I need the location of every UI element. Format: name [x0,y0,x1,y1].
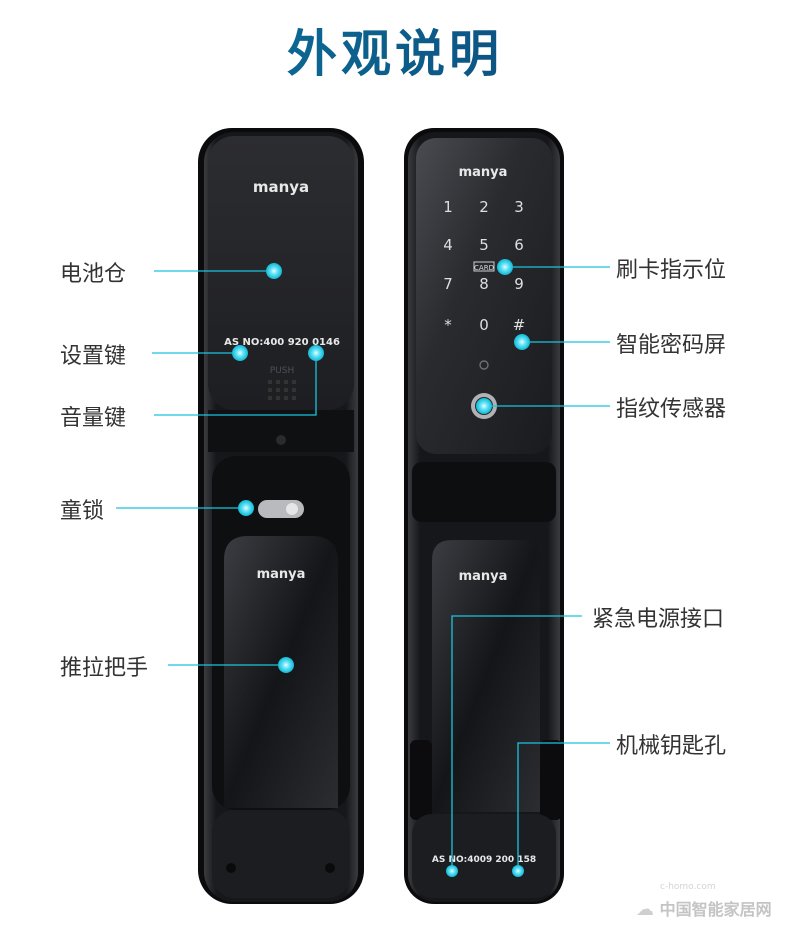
keypad-key: 8 [479,275,489,293]
label-fingerprint: 指纹传感器 [616,397,727,422]
line-emergency [451,615,582,870]
page-title: 外观说明 [0,14,790,86]
dot-child-lock [238,500,254,516]
watermark-text: 中国智能家居网 [659,900,772,919]
right-lock: manya manya CARD AS NO:4009 200 158 1 2 3 4… [404,128,564,904]
cloud-icon: ☁ [636,899,654,920]
line-volume [154,355,317,416]
right-brand-handle: manya [459,569,508,584]
left-lock: manya AS NO:400 920 0146 PUSH manya [198,128,364,904]
push-label: PUSH [270,366,295,376]
left-brand-top: manya [253,178,309,196]
right-brand-top: manya [459,165,508,180]
dot-volume [308,345,324,361]
push-vent [268,380,296,400]
left-lock-divider [208,410,354,452]
keypad-key: 7 [443,275,453,293]
dot-card [497,259,513,275]
keypad-key: 3 [514,198,524,216]
label-volume: 音量键 [60,406,127,431]
right-lock-base [412,814,556,898]
callout-lines [116,266,610,870]
label-settings: 设置键 [60,344,127,369]
keypad-key: * [444,316,452,334]
right-lock-neck [412,462,556,522]
watermark-name: ☁ 中国智能家居网 [636,896,772,920]
left-lock-mic [276,435,286,445]
dot-handle [278,657,294,673]
keypad: 1 2 3 4 5 6 7 8 9 * 0 # [443,198,525,334]
keypad-key: 9 [514,275,524,293]
dot-fingerprint [476,398,492,414]
label-card-indicator: 刷卡指示位 [616,258,727,283]
label-mechanical-key: 机械钥匙孔 [616,734,727,759]
dot-settings [232,345,248,361]
keypad-key: 2 [479,198,489,216]
dot-battery [266,263,282,279]
dot-keypad [514,334,530,350]
dot-emergency [446,865,458,877]
handle-side-left [410,740,432,820]
dot-keyhole [512,865,524,877]
keypad-key: 5 [479,236,489,254]
handle-side-right [540,740,562,820]
left-lock-base [212,810,350,898]
settings-gear-icon [479,360,489,370]
child-lock-knob [286,503,298,515]
watermark-url: c-homo.com [660,882,716,892]
left-screw-1 [226,863,236,873]
keypad-key: 4 [443,236,453,254]
label-emergency-power: 紧急电源接口 [592,607,725,632]
right-serial: AS NO:4009 200 158 [432,855,536,865]
left-brand-handle: manya [257,567,306,582]
left-screw-2 [325,863,335,873]
card-frame [473,261,495,272]
left-serial: AS NO:400 920 0146 [224,337,340,348]
keypad-key: 0 [479,316,489,334]
label-handle: 推拉把手 [60,656,149,681]
label-keypad-screen: 智能密码屏 [616,333,727,358]
label-child-lock: 童锁 [60,499,105,524]
front-handle [432,540,540,812]
keypad-key: # [513,316,526,334]
line-keyhole [517,742,610,870]
keypad-key: 1 [443,198,453,216]
keypad-key: 6 [514,236,524,254]
push-pull-handle [224,536,338,808]
label-battery: 电池仓 [60,262,127,287]
callout-dots [232,259,530,877]
keypad-panel [416,138,552,454]
card-label: CARD [474,264,494,272]
